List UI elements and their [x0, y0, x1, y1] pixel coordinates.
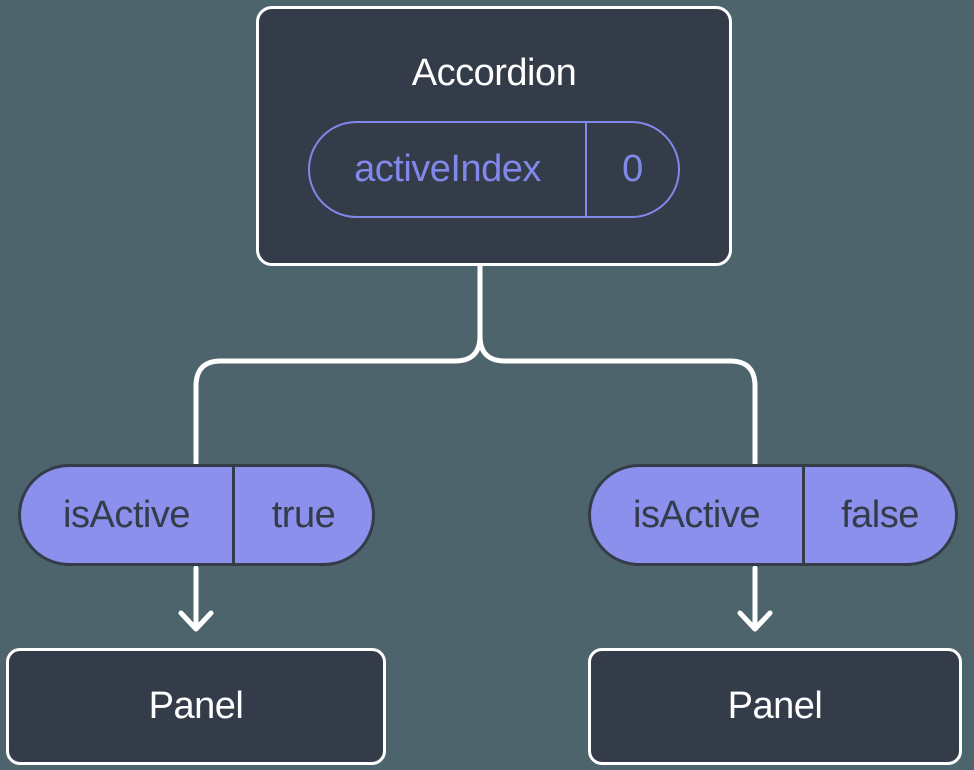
connector-right-branch [477, 264, 758, 466]
state-name-label: isActive [591, 467, 805, 563]
state-value-label: true [271, 493, 336, 536]
accordion-node-title: Accordion [411, 51, 577, 94]
panel-node-right: Panel [588, 648, 962, 765]
prop-name-label: activeIndex [310, 123, 587, 216]
activeindex-prop-pill: activeIndex 0 [308, 121, 680, 218]
panel-node-left: Panel [6, 648, 386, 765]
state-value-label: false [841, 493, 919, 536]
isactive-true-pill: isActive true [18, 464, 375, 566]
arrow-down-icon-left [178, 565, 214, 632]
arrow-down-icon-right [737, 565, 773, 632]
prop-value-label: 0 [622, 148, 643, 190]
accordion-node: Accordion activeIndex 0 [256, 6, 732, 266]
panel-node-title: Panel [148, 685, 244, 727]
state-name-label: isActive [21, 467, 235, 563]
panel-node-title: Panel [727, 685, 823, 727]
isactive-false-pill: isActive false [588, 464, 958, 566]
connector-left-branch [193, 264, 483, 466]
